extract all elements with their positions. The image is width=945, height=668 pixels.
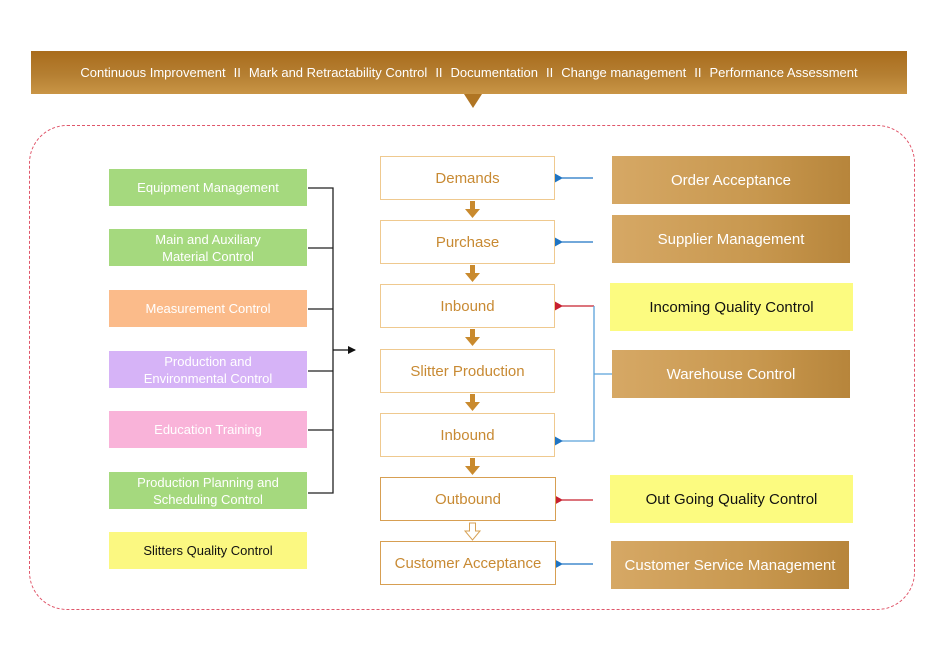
hollow-arrow-icon (463, 522, 482, 541)
flow-arrow-icon (465, 458, 480, 475)
box-label: Main and Auxiliary Material Control (155, 231, 261, 264)
step-demands: Demands (380, 156, 555, 200)
dashed-frame (29, 125, 915, 610)
box-order-acceptance: Order Acceptance (612, 156, 850, 204)
box-measurement-control: Measurement Control (109, 290, 307, 327)
flow-arrow-icon (465, 201, 480, 218)
flow-arrow-icon (465, 329, 480, 346)
box-equipment-management: Equipment Management (109, 169, 307, 206)
banner-item-performance-assessment: Performance Assessment (709, 65, 858, 80)
box-production-planning: Production Planning and Scheduling Contr… (109, 472, 307, 509)
step-outbound: Outbound (380, 477, 556, 521)
banner-item-mark-control: Mark and Retractability Control (248, 65, 428, 80)
box-label: Production and Environmental Control (143, 353, 273, 386)
banner-separator: II (694, 65, 702, 80)
box-supplier-management: Supplier Management (612, 215, 850, 263)
step-inbound-2: Inbound (380, 413, 555, 457)
box-label: Production Planning and Scheduling Contr… (137, 474, 279, 507)
flow-arrow-icon (465, 265, 480, 282)
box-incoming-quality-control: Incoming Quality Control (610, 283, 853, 331)
banner-separator: II (233, 65, 241, 80)
box-warehouse-control: Warehouse Control (612, 350, 850, 398)
flow-arrow-icon (465, 394, 480, 411)
flow-arrows (465, 201, 480, 475)
box-outgoing-quality-control: Out Going Quality Control (610, 475, 853, 523)
banner-pointer-icon (464, 94, 482, 108)
banner-item-documentation: Documentation (450, 65, 538, 80)
banner-separator: II (435, 65, 443, 80)
box-production-environmental-control: Production and Environmental Control (109, 351, 307, 388)
step-purchase: Purchase (380, 220, 555, 264)
top-banner: Continuous Improvement II Mark and Retra… (31, 51, 907, 94)
banner-item-continuous-improvement: Continuous Improvement (80, 65, 226, 80)
left-bracket (308, 187, 334, 494)
box-customer-service-management: Customer Service Management (611, 541, 849, 589)
banner-item-change-management: Change management (561, 65, 687, 80)
box-material-control: Main and Auxiliary Material Control (109, 229, 307, 266)
banner-separator: II (546, 65, 554, 80)
step-inbound: Inbound (380, 284, 555, 328)
step-customer-acceptance: Customer Acceptance (380, 541, 556, 585)
warehouse-bracket (554, 306, 595, 446)
step-slitter-production: Slitter Production (380, 349, 555, 393)
box-education-training: Education Training (109, 411, 307, 448)
box-slitters-quality-control: Slitters Quality Control (109, 532, 307, 569)
